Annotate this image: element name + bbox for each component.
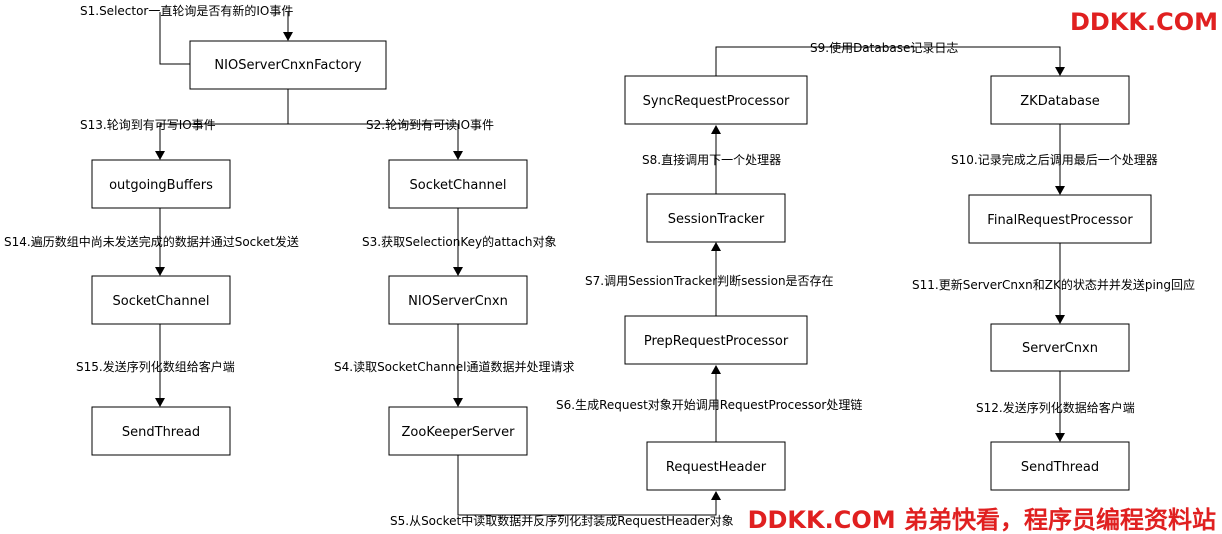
node-socketchannel-left-label: SocketChannel [113, 294, 210, 309]
node-finalrequestprocessor-label: FinalRequestProcessor [987, 213, 1133, 228]
node-sendthread-left: SendThread [91, 406, 231, 456]
node-nioservercnxnfactory: NIOServerCnxnFactory [189, 40, 387, 90]
edge-s5-arrow [711, 491, 721, 500]
node-syncrequestprocessor-label: SyncRequestProcessor [643, 94, 790, 109]
node-servercnxn-label: ServerCnxn [1022, 341, 1098, 356]
node-requestheader: RequestHeader [646, 441, 786, 491]
edge-s11-label: S11.更新ServerCnxn和ZK的状态并并发送ping回应 [912, 277, 1195, 292]
edge-s9-line [715, 46, 1061, 76]
node-zookeeperserver: ZooKeeperServer [388, 406, 528, 456]
edge-s4-arrow [453, 398, 463, 407]
edge-s4-label: S4.读取SocketChannel通道数据并处理请求 [334, 359, 575, 374]
edge-s2-label: S2.轮询到有可读IO事件 [366, 118, 494, 132]
edge-s9-arrow [1055, 67, 1065, 76]
node-outgoingbuffers: outgoingBuffers [91, 159, 231, 209]
edge-s3-arrow [453, 267, 463, 276]
edge-s2-arrow [453, 151, 463, 160]
node-outgoingbuffers-label: outgoingBuffers [109, 178, 213, 193]
node-nioservercnxnfactory-label: NIOServerCnxnFactory [214, 58, 361, 73]
edge-s10-label: S10.记录完成之后调用最后一个处理器 [951, 152, 1158, 167]
edge-s12-label: S12.发送序列化数据给客户端 [976, 400, 1135, 415]
edge-s14-arrow [155, 267, 165, 276]
node-requestheader-label: RequestHeader [666, 460, 767, 475]
edge-s11-arrow [1055, 315, 1065, 324]
edge-s8-arrow [711, 125, 721, 134]
node-sessiontracker-label: SessionTracker [668, 212, 765, 227]
node-sessiontracker: SessionTracker [646, 193, 786, 243]
edge-s9-label: S9.使用Database记录日志 [810, 40, 958, 55]
node-syncrequestprocessor: SyncRequestProcessor [624, 75, 808, 125]
edge-s13-arrow [155, 151, 165, 160]
edge-s7-arrow [711, 242, 721, 251]
edge-s14-label: S14.遍历数组中尚未发送完成的数据并通过Socket发送 [4, 234, 299, 249]
node-socketchannel-right-label: SocketChannel [410, 178, 507, 193]
watermark-top: DDKK.COM [1070, 8, 1218, 36]
edge-s3-label: S3.获取SelectionKey的attach对象 [362, 234, 556, 249]
edge-s8-label: S8.直接调用下一个处理器 [642, 152, 781, 167]
edge-s5-label: S5.从Socket中读取数据并反序列化封装成RequestHeader对象 [390, 513, 734, 528]
node-nioservercnxn-label: NIOServerCnxn [408, 294, 508, 309]
edge-s7-label: S7.调用SessionTracker判断session是否存在 [585, 273, 834, 288]
node-servercnxn: ServerCnxn [990, 323, 1130, 372]
edge-s1-label: S1.Selector一直轮询是否有新的IO事件 [80, 3, 293, 18]
node-sendthread-right-label: SendThread [1021, 460, 1099, 475]
edge-s13-label: S13.轮询到有可写IO事件 [80, 118, 216, 132]
edge-s12-arrow [1055, 433, 1065, 442]
node-finalrequestprocessor: FinalRequestProcessor [968, 194, 1152, 244]
node-preprequestprocessor-label: PrepRequestProcessor [644, 334, 789, 349]
edge-s15-label: S15.发送序列化数组给客户端 [76, 359, 235, 374]
node-socketchannel-right: SocketChannel [388, 159, 528, 209]
edge-s10-arrow [1055, 186, 1065, 195]
edge-s15-arrow [155, 398, 165, 407]
node-zkdatabase-label: ZKDatabase [1020, 94, 1099, 109]
edge-s6-label: S6.生成Request对象开始调用RequestProcessor处理链 [556, 397, 862, 412]
edge-s6-arrow [711, 365, 721, 374]
node-zkdatabase: ZKDatabase [990, 75, 1130, 125]
node-sendthread-right: SendThread [990, 441, 1130, 491]
node-preprequestprocessor: PrepRequestProcessor [624, 315, 808, 365]
edge-s1-arrow [283, 32, 293, 41]
edge-s1-line [159, 12, 190, 65]
node-zookeeperserver-label: ZooKeeperServer [402, 425, 516, 440]
node-nioservercnxn: NIOServerCnxn [388, 275, 528, 325]
edge-s5-line [457, 455, 717, 516]
watermark-bottom: DDKK.COM 弟弟快看，程序员编程资料站 [748, 506, 1216, 534]
node-socketchannel-left: SocketChannel [91, 275, 231, 325]
node-sendthread-left-label: SendThread [122, 425, 200, 440]
